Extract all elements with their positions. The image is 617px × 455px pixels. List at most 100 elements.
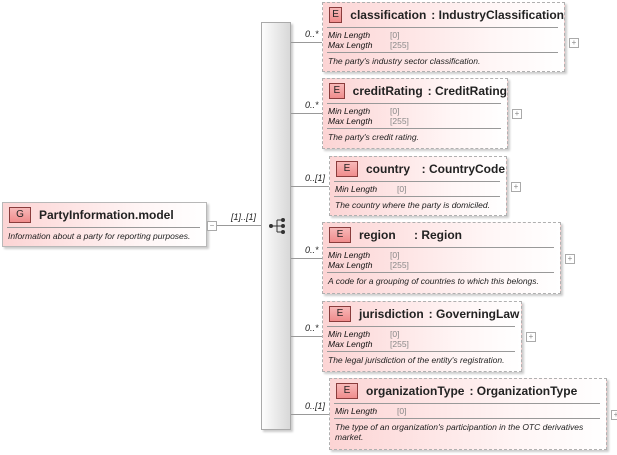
facet-row: Max Length [255] (328, 260, 555, 270)
divider (327, 326, 515, 327)
divider (334, 418, 600, 419)
element-doc: The country where the party is domiciled… (335, 200, 490, 210)
facets: Min Length[0] (330, 404, 606, 418)
sequence-compositor-icon (269, 218, 285, 234)
group-badge: G (9, 207, 31, 223)
connector-line (291, 258, 322, 259)
facet-row: Min Length[0] (328, 30, 559, 40)
expand-button[interactable]: + (526, 332, 536, 342)
facet-key: Min Length (335, 184, 378, 194)
connector-line (291, 42, 322, 43)
connector-line (291, 414, 329, 415)
facet-value: [0] (397, 184, 407, 194)
facets: Min Length [0] Max Length [255] (323, 104, 507, 128)
divider (327, 351, 515, 352)
group-doc: Information about a party for reporting … (8, 231, 191, 241)
facet-row: Min Length [0] (328, 106, 502, 116)
facet-row: Min Length[0] (335, 406, 601, 416)
facet-row: Min Length [0] (328, 329, 516, 339)
expand-button[interactable]: + (512, 109, 522, 119)
element-badge: E (329, 227, 351, 243)
facet-row: Min Length [0] (335, 184, 501, 194)
facet-value: [0] (390, 329, 400, 339)
group-name: PartyInformation.model (39, 208, 174, 222)
element-cardinality: 0..* (305, 29, 319, 39)
connector-line (291, 186, 329, 187)
collapse-button[interactable]: − (207, 221, 217, 231)
facet-row: Max Length [255] (328, 116, 502, 126)
divider (327, 272, 554, 273)
facets: Min Length[0]Max Length [255] (323, 28, 564, 52)
facet-key: Min Length (328, 106, 371, 116)
connector-line (217, 225, 261, 226)
expand-button[interactable]: + (611, 410, 617, 420)
group-cardinality: [1]..[1] (231, 212, 257, 222)
facets: Min Length [0] (330, 182, 506, 196)
divider (327, 27, 558, 28)
element-badge: E (329, 306, 351, 322)
element-type: : Region (400, 228, 463, 242)
facet-key: Min Length (335, 406, 378, 416)
element-type: : CreditRating (427, 84, 507, 98)
element-doc: The legal jurisdiction of the entity's r… (328, 355, 505, 365)
element-badge: E (329, 7, 343, 23)
expand-button[interactable]: + (565, 254, 575, 264)
divider (327, 247, 554, 248)
expand-button[interactable]: + (511, 182, 521, 192)
element-name: creditRating (352, 84, 423, 98)
facet-key: Max Length (328, 260, 373, 270)
facet-row: Min Length [0] (328, 250, 555, 260)
facet-key: Min Length (328, 30, 371, 40)
element-doc: The type of an organization's participan… (335, 422, 584, 442)
facet-value: [255] (390, 260, 409, 270)
divider (7, 227, 200, 228)
facet-key: Min Length (328, 250, 371, 260)
facet-row: Max Length [255] (328, 40, 559, 50)
element-name: classification (350, 8, 427, 22)
facet-value: [0] (390, 106, 400, 116)
facet-key: Max Length (328, 339, 373, 349)
facet-value: [255] (390, 116, 409, 126)
element-badge: E (336, 383, 358, 399)
facet-row: Max Length[255] (328, 339, 516, 349)
element-name: organizationType (366, 384, 465, 398)
element-type: : GoverningLaw (428, 307, 520, 321)
element-type: : OrganizationType (469, 384, 578, 398)
connector-line (291, 113, 322, 114)
facet-key: Min Length (328, 329, 371, 339)
element-name: country (366, 162, 411, 176)
element-doc: The party's industry sector classificati… (328, 56, 481, 66)
facets: Min Length [0] Max Length [255] (323, 248, 560, 272)
divider (334, 403, 600, 404)
element-badge: E (329, 83, 345, 99)
element-cardinality: 0..[1] (305, 173, 326, 183)
element-name: jurisdiction (359, 307, 424, 321)
element-type: : CountryCode (415, 162, 506, 176)
group-party-information-model[interactable]: G PartyInformation.model Information abou… (2, 202, 207, 247)
facet-key: Max Length (328, 116, 373, 126)
element-cardinality: 0..* (305, 245, 319, 255)
divider (327, 52, 558, 53)
divider (334, 181, 500, 182)
element-badge: E (336, 161, 358, 177)
element-cardinality: 0..* (305, 100, 319, 110)
facet-value: [0] (390, 250, 400, 260)
element-doc: A code for a grouping of countries to wh… (328, 276, 539, 286)
expand-button[interactable]: + (569, 38, 579, 48)
element-cardinality: 0..* (305, 323, 319, 333)
facet-key: Max Length (328, 40, 373, 50)
element-cardinality: 0..[1] (305, 401, 326, 411)
facet-value: [255] (390, 40, 409, 50)
